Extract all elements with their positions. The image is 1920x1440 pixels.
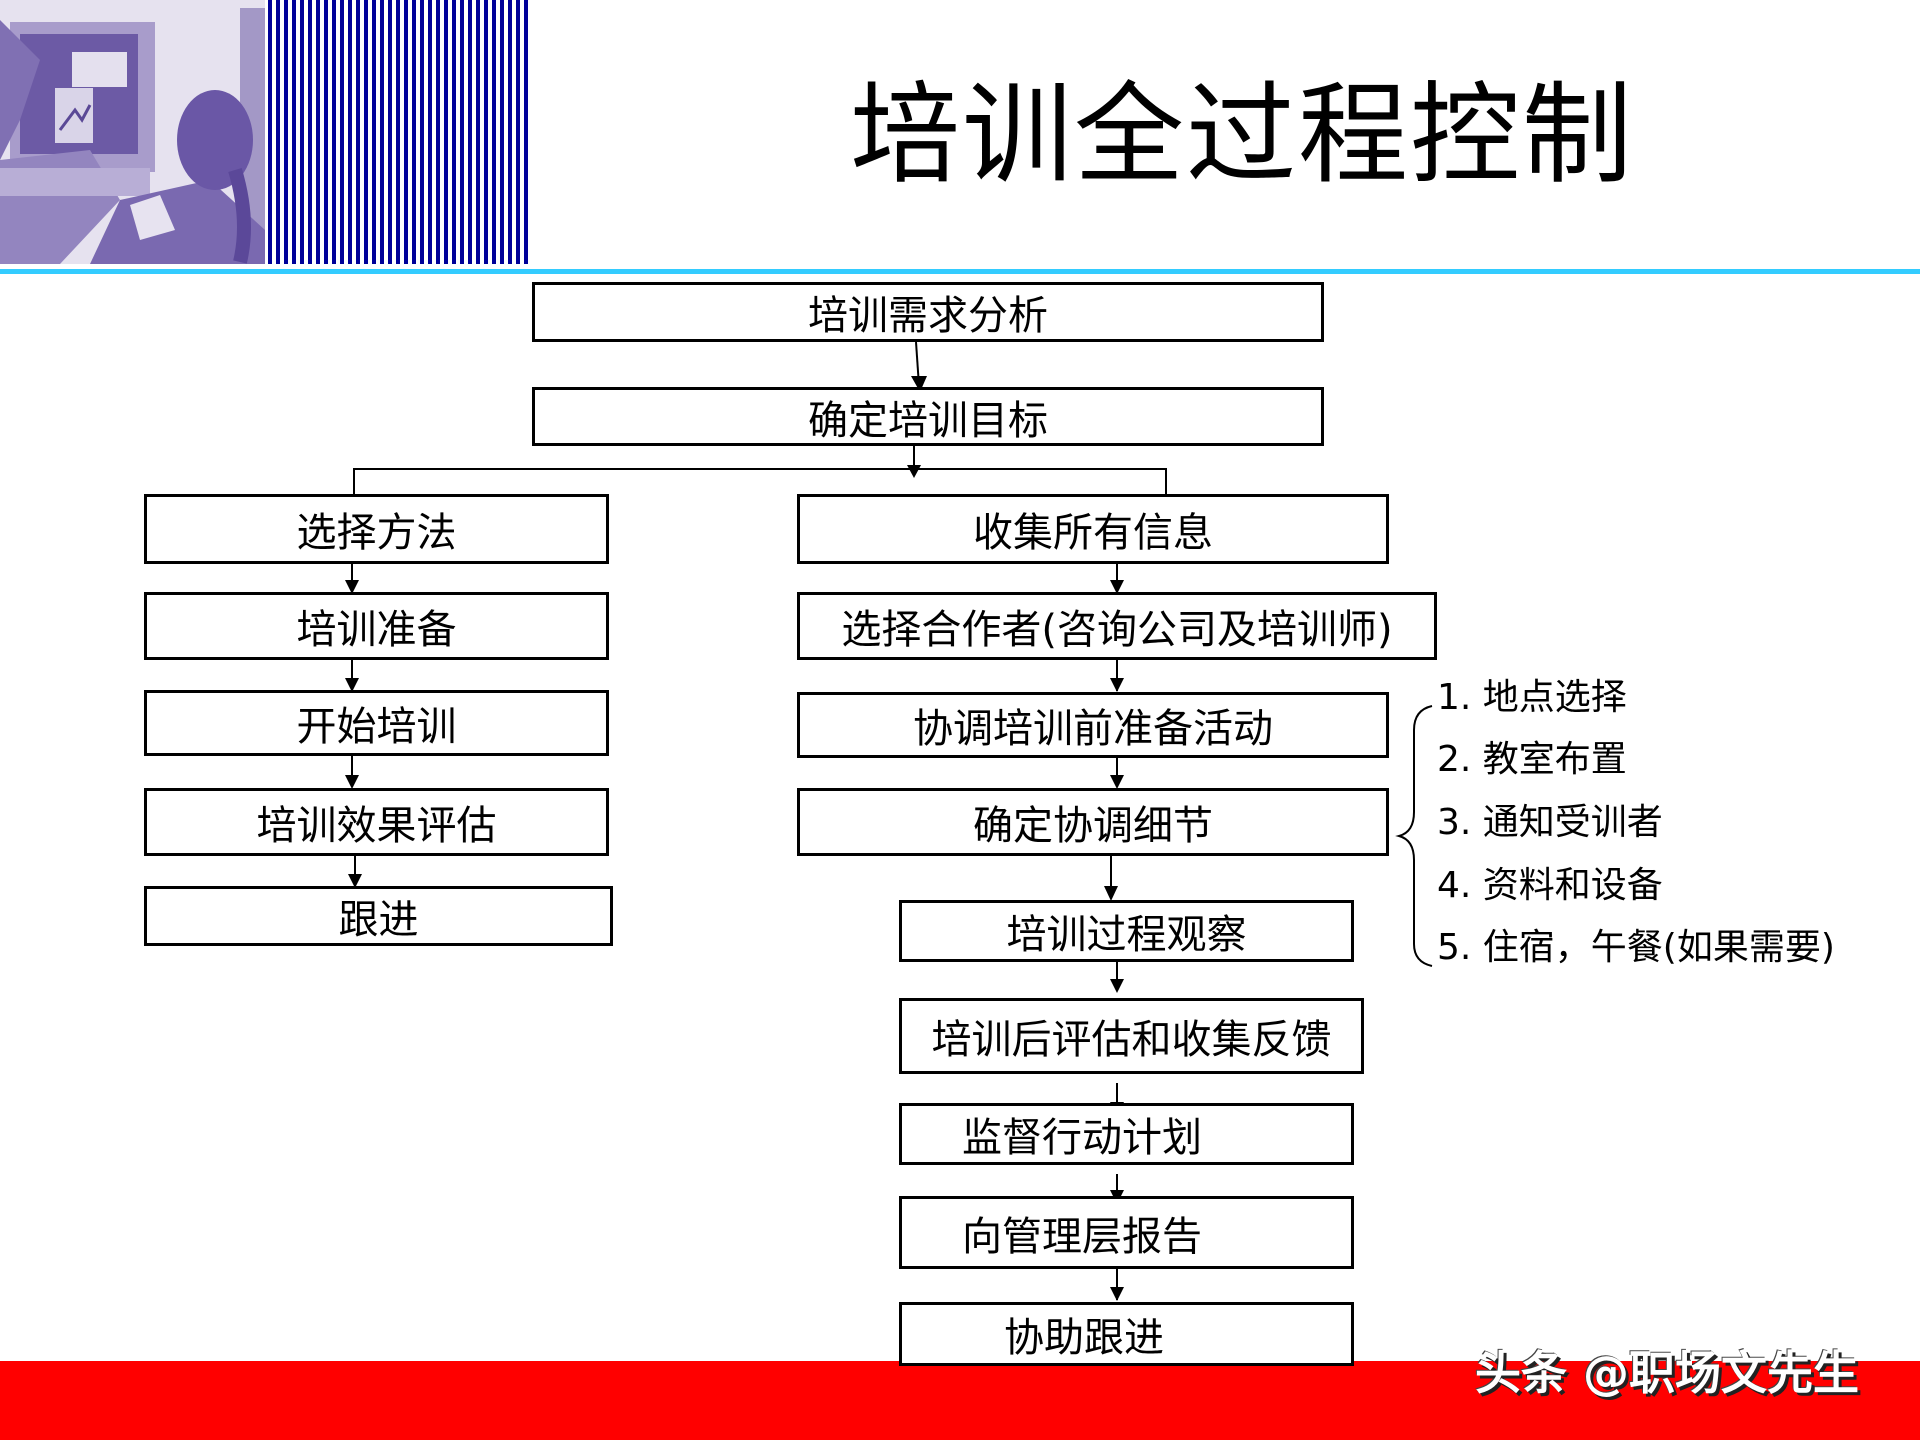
box-label: 向管理层报告	[962, 1213, 1202, 1260]
list-item: 4. 资料和设备	[1437, 865, 1663, 906]
flow-box-set-objectives: 确定培训目标	[532, 387, 1324, 446]
flow-box-report-management: 向管理层报告	[899, 1196, 1354, 1269]
box-label: 协助跟进	[1004, 1315, 1164, 1361]
flow-box-collect-info: 收集所有信息	[797, 494, 1389, 564]
box-label: 培训过程观察	[1006, 912, 1247, 958]
flow-box-assist-follow-up: 协助跟进	[899, 1302, 1354, 1366]
person-at-computer-image	[0, 0, 265, 264]
box-label: 收集所有信息	[973, 510, 1213, 556]
list-item: 3. 通知受训者	[1437, 802, 1663, 843]
flow-box-post-eval-feedback: 培训后评估和收集反馈	[899, 998, 1364, 1074]
flow-box-start-training: 开始培训	[144, 690, 609, 756]
box-label: 培训效果评估	[256, 803, 497, 849]
box-label: 培训后评估和收集反馈	[931, 1017, 1332, 1063]
box-label: 培训需求分析	[808, 293, 1048, 339]
footer-band	[0, 1361, 1920, 1440]
box-label: 培训准备	[296, 607, 457, 653]
curly-brace-icon	[1395, 705, 1433, 967]
box-label: 开始培训	[296, 704, 457, 750]
flow-box-effect-evaluation: 培训效果评估	[144, 788, 609, 856]
flow-box-follow-up: 跟进	[144, 886, 613, 946]
box-label: 选择方法	[296, 510, 457, 556]
flow-box-monitor-action-plan: 监督行动计划	[899, 1103, 1354, 1165]
watermark: 头条 @职场文先生	[1475, 1346, 1860, 1400]
box-label: 选择合作者(咨询公司及培训师)	[841, 607, 1393, 653]
flow-box-select-method: 选择方法	[144, 494, 609, 564]
list-item: 1. 地点选择	[1437, 677, 1627, 718]
flow-box-observe-process: 培训过程观察	[899, 900, 1354, 962]
box-label: 跟进	[338, 897, 419, 943]
flow-box-needs-analysis: 培训需求分析	[532, 282, 1324, 342]
flow-box-coordinate-prep: 协调培训前准备活动	[797, 692, 1389, 758]
flow-box-confirm-details: 确定协调细节	[797, 788, 1389, 856]
list-item: 5. 住宿，午餐(如果需要)	[1437, 927, 1835, 968]
header-illustration	[0, 0, 265, 264]
page-title: 培训全过程控制	[850, 71, 1634, 199]
decorative-stripes	[268, 0, 528, 264]
header-divider	[0, 269, 1920, 274]
box-label: 协调培训前准备活动	[913, 706, 1273, 752]
box-label: 监督行动计划	[962, 1115, 1202, 1161]
flow-box-training-prep: 培训准备	[144, 592, 609, 660]
box-label: 确定协调细节	[973, 803, 1213, 849]
list-item: 2. 教室布置	[1437, 739, 1627, 780]
flow-box-select-partner: 选择合作者(咨询公司及培训师)	[797, 592, 1437, 660]
box-label: 确定培训目标	[808, 397, 1048, 444]
